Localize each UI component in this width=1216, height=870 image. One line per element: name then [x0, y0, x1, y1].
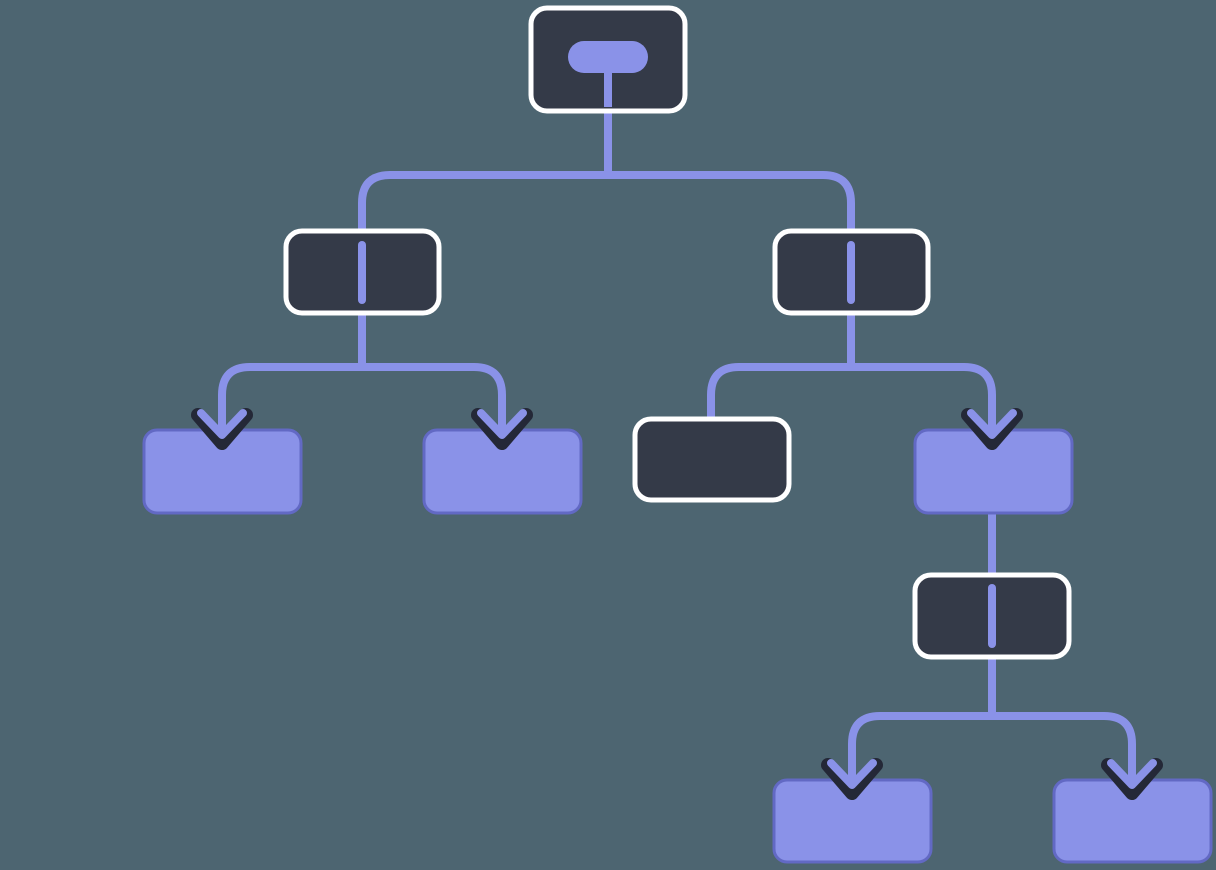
edge-left-bar	[218, 363, 506, 404]
arrow-into-leaf-5	[1101, 748, 1163, 800]
chevron-dark-icon	[191, 408, 253, 450]
node-task-dark-body[interactable]	[632, 416, 792, 503]
node-layer	[142, 5, 1213, 864]
node-splitter-lower[interactable]	[912, 572, 1072, 660]
chevron-dark-icon	[821, 758, 883, 800]
arrow-into-leaf-3	[961, 398, 1023, 450]
arrow-into-leaf-1	[191, 398, 253, 450]
chevron-dark-icon	[1101, 758, 1163, 800]
edge-lower-bar	[848, 712, 1136, 754]
node-splitter-left[interactable]	[283, 228, 442, 316]
edge-level1-bar	[358, 171, 855, 232]
edge-right-bar	[707, 363, 996, 421]
chevron-purple-icon	[477, 409, 527, 439]
node-root[interactable]	[528, 5, 688, 114]
chevron-dark-icon	[961, 408, 1023, 450]
chevron-dark-icon	[471, 408, 533, 450]
arrow-into-leaf-2	[471, 398, 533, 450]
chevron-purple-icon	[827, 759, 877, 789]
node-task-dark[interactable]	[632, 416, 792, 503]
edge-layer	[218, 111, 1136, 754]
arrow-into-leaf-4	[821, 748, 883, 800]
chevron-purple-icon	[197, 409, 247, 439]
arrow-layer	[191, 398, 1163, 800]
root-pill-shape	[568, 41, 648, 73]
chevron-purple-icon	[1107, 759, 1157, 789]
node-splitter-right[interactable]	[772, 228, 931, 316]
chevron-purple-icon	[967, 409, 1017, 439]
